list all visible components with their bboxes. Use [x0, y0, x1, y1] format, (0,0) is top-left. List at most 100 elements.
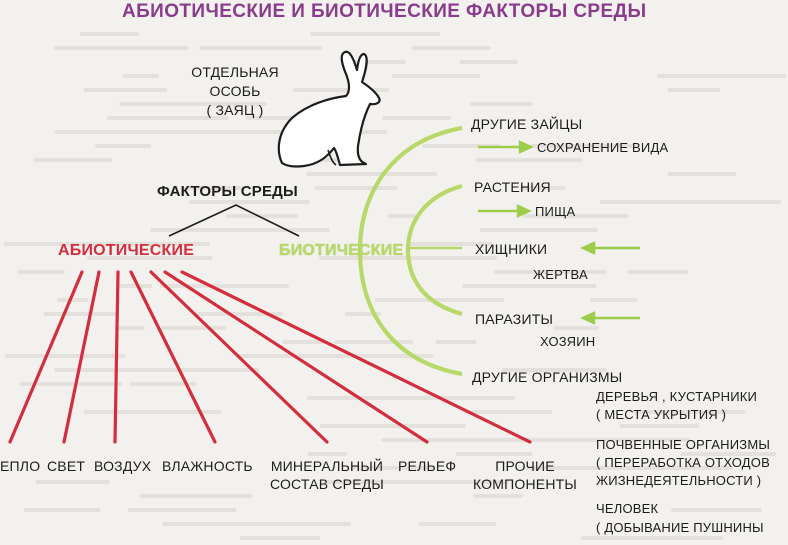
- background-text-line: [187, 368, 260, 372]
- background-text-line: [388, 214, 420, 218]
- background-text-line: [160, 284, 289, 288]
- background-text-line: [462, 284, 596, 288]
- biotic-item-food: ПИЩА: [535, 204, 576, 219]
- background-text-line: [293, 88, 389, 92]
- background-text-line: [315, 186, 397, 190]
- hare-leg-line: [327, 149, 337, 166]
- detail-soil: ПОЧВЕННЫЕ ОРГАНИЗМЫ ( ПЕРЕРАБОТКА ОТХОДО…: [596, 437, 770, 489]
- background-text-line: [523, 214, 629, 218]
- background-text-line: [410, 242, 492, 246]
- abiotic-item-light: СВЕТ: [47, 458, 86, 474]
- background-text-line: [326, 480, 474, 484]
- background-text-line: [140, 494, 233, 498]
- background-text-line: [55, 130, 196, 134]
- background-text-line: [167, 130, 303, 134]
- background-text-line: [57, 298, 89, 302]
- background-text-line: [412, 46, 491, 50]
- background-text-line: [5, 354, 125, 358]
- background-text-line: [657, 74, 786, 78]
- background-text-line: [671, 508, 762, 512]
- biotic-item-plants: РАСТЕНИЯ: [474, 179, 551, 195]
- background-text-line: [345, 312, 381, 316]
- background-text-line: [84, 410, 221, 414]
- background-text-line: [334, 340, 413, 344]
- biotic-item-parasites: ПАРАЗИТЫ: [475, 311, 554, 327]
- biotic-outer-arc: [357, 125, 463, 377]
- background-text-line: [87, 256, 212, 260]
- detail-soil-line-3: ЖИЗНЕДЕЯТЕЛЬНОСТИ ): [596, 473, 762, 488]
- abiotic-item-mineral: МИНЕРАЛЬНЫЙ СОСТАВ СРЕДЫ: [265, 458, 389, 492]
- background-text-line: [282, 340, 325, 344]
- background-text-line: [308, 452, 347, 456]
- background-text-line: [115, 326, 145, 330]
- background-text-line: [444, 438, 573, 442]
- detail-human-line-2: ( ДОБЫВАНИЕ ПУШНИНЫ: [596, 520, 764, 535]
- background-text-line: [240, 536, 320, 540]
- background-text-line: [436, 340, 476, 344]
- background-text-line: [128, 508, 236, 512]
- biotic-item-other-organisms: ДРУГИЕ ОРГАНИЗМЫ: [472, 369, 623, 385]
- background-text-line: [186, 228, 330, 232]
- other-line-2: КОМПОНЕНТЫ: [472, 476, 577, 492]
- factors-connector: [168, 204, 300, 237]
- mineral-line-2: СОСТАВ СРЕДЫ: [269, 476, 385, 492]
- background-text-line: [525, 466, 648, 470]
- background-text-line: [80, 32, 139, 36]
- hare-icon: [277, 50, 381, 168]
- background-text-line: [95, 144, 151, 148]
- detail-human-line-1: ЧЕЛОВЕК: [596, 501, 659, 516]
- background-text-line: [463, 410, 552, 414]
- individual-line-1: ОТДЕЛЬНАЯ: [191, 64, 279, 80]
- page-title: АБИОТИЧЕСКИЕ И БИОТИЧЕСКИЕ ФАКТОРЫ СРЕДЫ: [122, 1, 647, 22]
- detail-trees: ДЕРЕВЬЯ , КУСТАРНИКИ ( МЕСТА УКРЫТИЯ ): [596, 389, 757, 423]
- ray-mineral: [149, 270, 329, 444]
- background-text-line: [123, 74, 159, 78]
- background-text-line: [17, 270, 65, 274]
- background-text-line: [411, 256, 497, 260]
- ray-air: [113, 270, 120, 444]
- background-text-line: [220, 494, 252, 498]
- background-text-line: [195, 312, 283, 316]
- biotic-item-prey: ЖЕРТВА: [533, 267, 588, 282]
- background-text-line: [184, 186, 242, 190]
- background-text-line: [161, 326, 226, 330]
- individual-line-2: ОСОБЬ: [209, 83, 261, 99]
- abiotic-item-relief: РЕЛЬЕФ: [398, 458, 457, 474]
- biotic-inner-arc: [405, 183, 463, 317]
- background-text-line: [456, 452, 532, 456]
- background-text-line: [36, 480, 110, 484]
- background-text-line: [520, 186, 565, 190]
- background-text-line: [461, 480, 509, 484]
- ray-light: [62, 270, 101, 444]
- other-line-1: ПРОЧИЕ: [495, 458, 555, 474]
- mineral-line-1: МИНЕРАЛЬНЫЙ: [270, 458, 384, 474]
- biotic-arrows: [478, 140, 640, 325]
- background-text-line: [199, 46, 322, 50]
- background-text-line: [501, 368, 607, 372]
- background-text-line: [84, 88, 167, 92]
- background-text-line: [617, 466, 733, 470]
- background-text-line: [382, 116, 451, 120]
- background-text-line: [422, 144, 500, 148]
- ray-humidity: [129, 270, 217, 444]
- background-text-line: [348, 60, 406, 64]
- background-text-line: [54, 368, 189, 372]
- background-text-line: [473, 494, 523, 498]
- background-text-line: [668, 88, 720, 92]
- detail-trees-line-1: ДЕРЕВЬЯ , КУСТАРНИКИ: [596, 389, 758, 404]
- biotic-item-species: СОХРАНЕНИЕ ВИДА: [537, 140, 669, 155]
- biotic-item-predators: ХИЩНИКИ: [475, 241, 548, 257]
- background-text-line: [627, 270, 688, 274]
- background-text-line: [226, 214, 298, 218]
- background-text-line: [107, 116, 229, 120]
- background-text-line: [319, 256, 453, 260]
- abiotic-item-other: ПРОЧИЕ КОМПОНЕНТЫ: [466, 458, 584, 492]
- background-text-line: [246, 116, 318, 120]
- abiotic-label: АБИОТИЧЕСКИЕ: [58, 242, 195, 259]
- biotic-item-other-hares: ДРУГИЕ ЗАЙЦЫ: [471, 116, 583, 132]
- background-text-line: [310, 32, 400, 36]
- background-text-line: [54, 46, 189, 50]
- background-text-line: [315, 158, 355, 162]
- detail-soil-line-2: ( ПЕРЕРАБОТКА ОТХОДОВ: [596, 455, 770, 470]
